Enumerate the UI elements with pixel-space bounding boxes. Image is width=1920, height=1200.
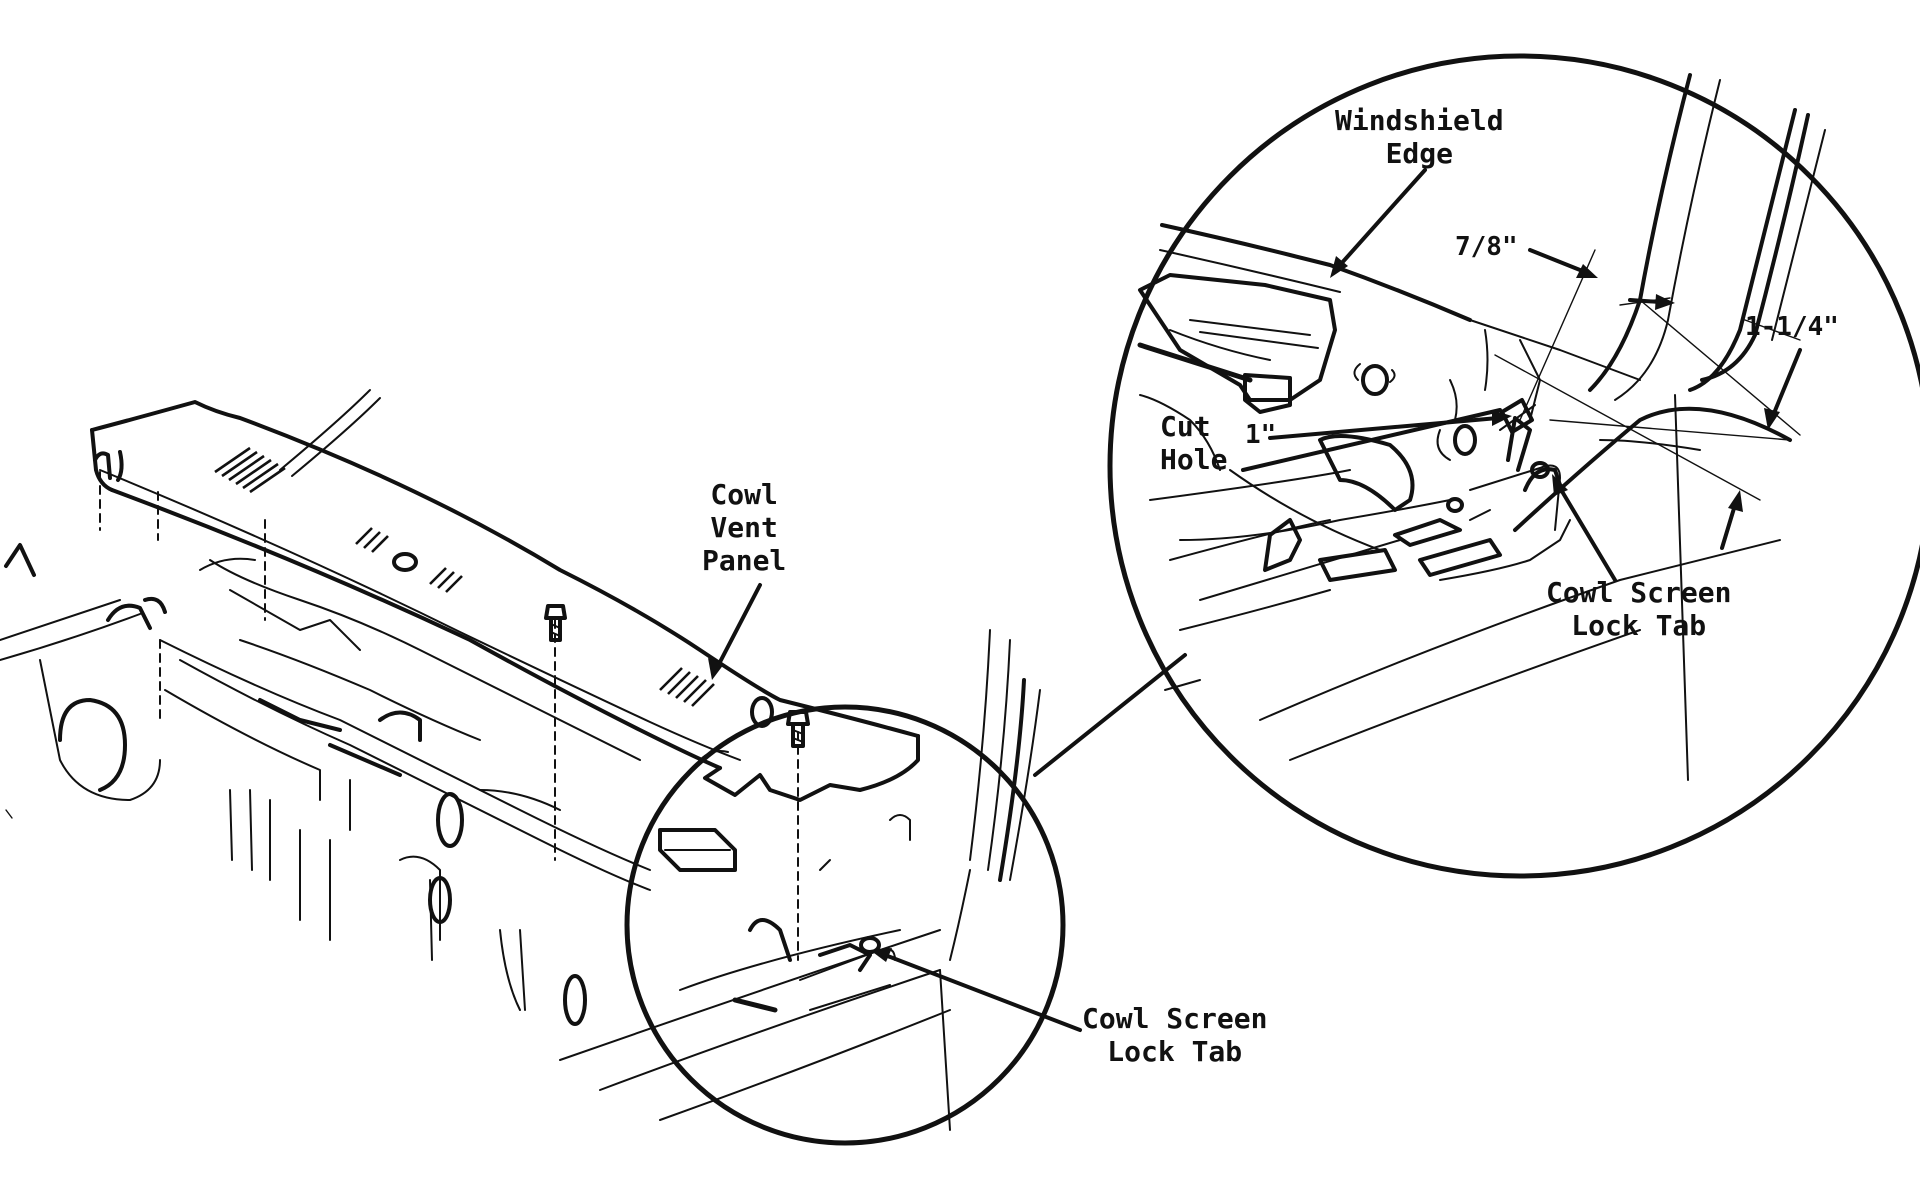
leader-windshield-edge [1338, 168, 1427, 267]
magnifier-connector [1033, 653, 1187, 777]
leader-cowl-vent-panel [718, 583, 762, 664]
cut-hole-label-line-1: Cut [1160, 410, 1211, 443]
dimension-one-quarter: 1-1/4" [1745, 312, 1839, 342]
cowl-vent-panel-label-line-2: Vent [710, 511, 778, 544]
lock-tab-detail-label-line-2: Lock Tab [1571, 609, 1707, 642]
leader-lock-tab-detail [1558, 486, 1617, 582]
screw-left [544, 604, 567, 642]
cowl-vent-panel-label-line-3: Panel [702, 544, 787, 577]
windshield-edge-label-line-2: Edge [1385, 137, 1453, 170]
lock-tab-detail-label-line-1: Cowl Screen [1546, 576, 1732, 609]
detail-windshield-frame [1513, 73, 1826, 781]
lock-tab-main-label: Cowl Screen Lock Tab [1082, 1002, 1267, 1068]
lock-tab-main-label-line-2: Lock Tab [1107, 1035, 1243, 1068]
cowl-vent-panel-label: Cowl Vent Panel [702, 478, 786, 577]
windshield-edge-label: Windshield Edge [1335, 104, 1504, 170]
cowl-vent-panel-label-line-1: Cowl [710, 478, 778, 511]
screw-right [786, 710, 810, 748]
fastener-alignment-lines [99, 471, 799, 961]
magnifier-circle-main [624, 704, 1066, 1146]
detail-dimension-lines [1494, 249, 1801, 501]
cut-hole-label-line-2: Hole [1160, 443, 1228, 476]
leader-one-quarter-top [1770, 348, 1802, 420]
cowl-vent-panel [90, 400, 920, 802]
windshield-edge-label-line-1: Windshield [1335, 104, 1504, 137]
detail-circle [1107, 53, 1920, 879]
windshield-frame [279, 389, 1041, 882]
cowl-body-structure [0, 543, 651, 1026]
lock-tab-detail-label: Cowl Screen Lock Tab [1546, 576, 1731, 642]
leader-seven-eighths [1528, 248, 1587, 274]
detail-cowl-panel [1137, 223, 1781, 761]
dimension-seven-eighths: 7/8" [1455, 232, 1518, 262]
leader-one-quarter-left [1628, 298, 1662, 304]
leader-cut-hole [1241, 408, 1502, 472]
cut-hole-label: Cut Hole [1160, 410, 1227, 476]
leader-one-quarter-bottom [1720, 503, 1737, 550]
lock-tab-main-area [559, 814, 971, 1131]
lock-tab-main-label-line-1: Cowl Screen [1082, 1002, 1268, 1035]
vent-hatching [214, 446, 715, 707]
dimension-one-inch: 1" [1245, 420, 1277, 450]
leader-lock-tab-main [883, 953, 1082, 1032]
